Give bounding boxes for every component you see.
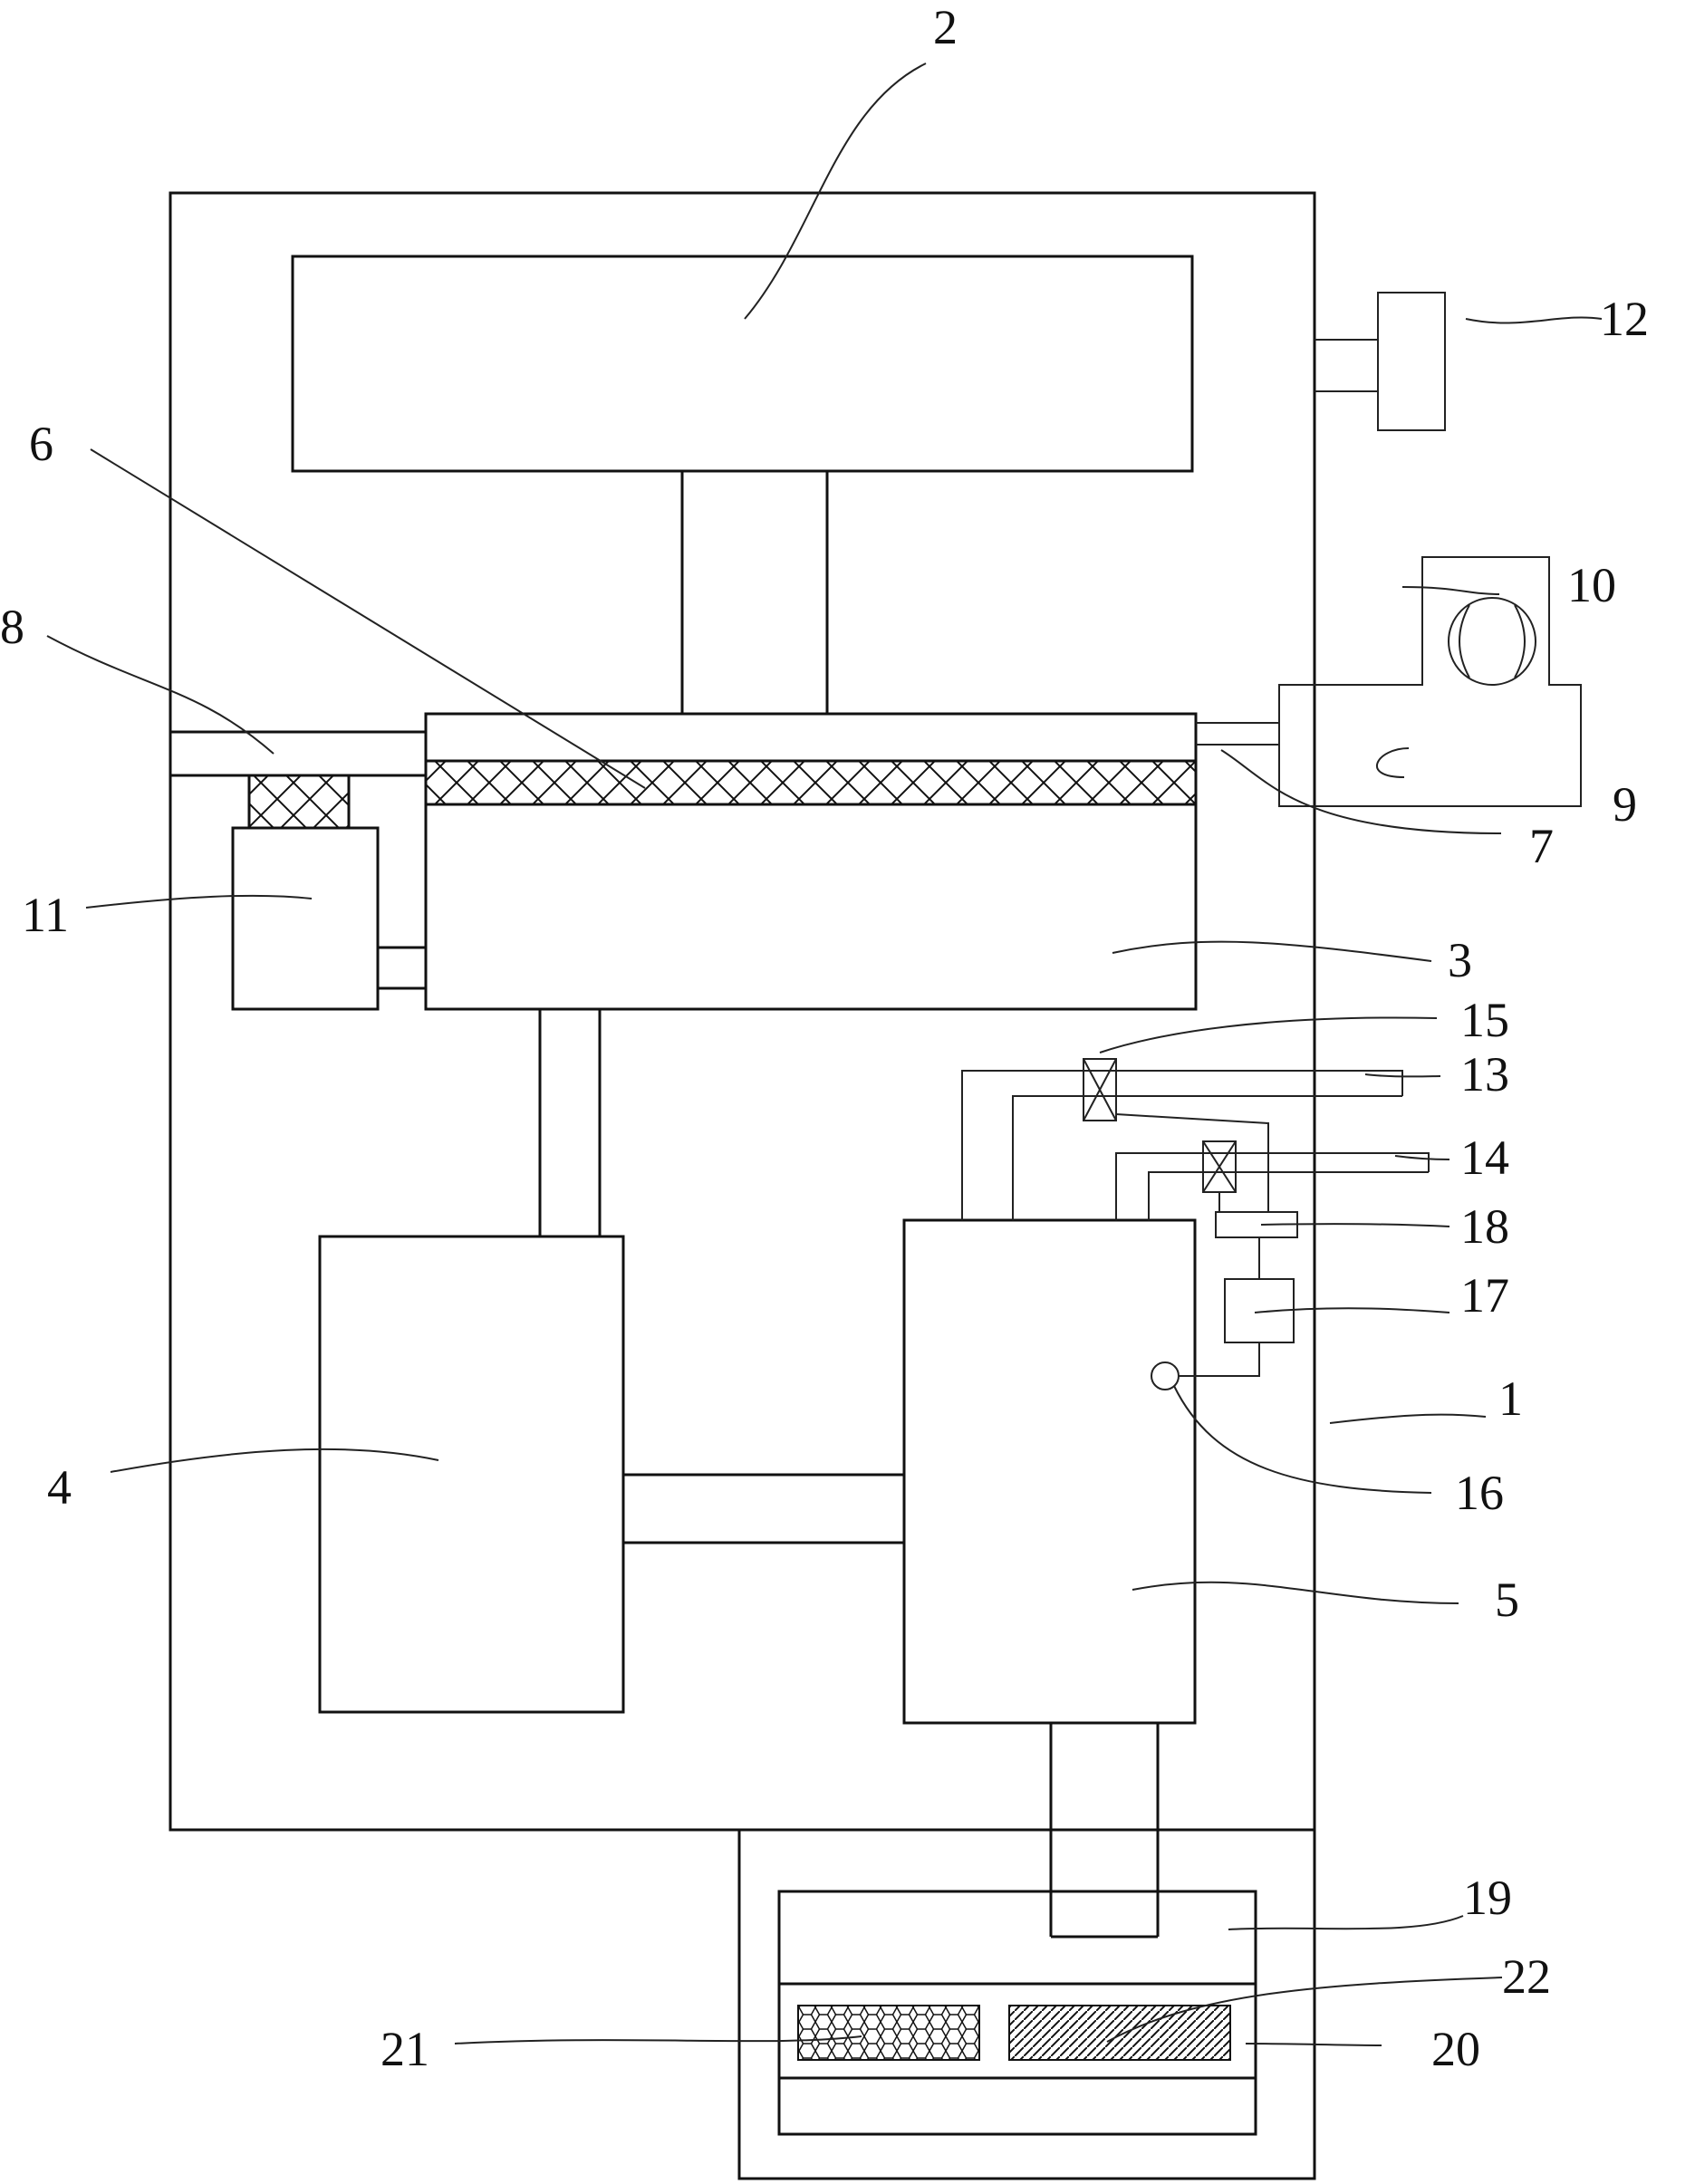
- leader-7: [1220, 749, 1502, 834]
- label-22: 22: [1502, 1949, 1551, 2004]
- pipe-13-outer: [961, 1070, 1403, 1220]
- component-11-box: [231, 826, 380, 1011]
- leader-5: [1132, 1581, 1459, 1604]
- label-5: 5: [1495, 1573, 1519, 1627]
- label-16: 16: [1455, 1466, 1504, 1520]
- label-21: 21: [380, 2022, 429, 2076]
- leader-19: [1228, 1915, 1464, 1930]
- bottom-housing: [737, 1830, 1316, 2180]
- label-15: 15: [1460, 993, 1509, 1047]
- label-18: 18: [1460, 1199, 1509, 1254]
- component-2-block: [291, 255, 1194, 473]
- leader-14: [1394, 1155, 1450, 1160]
- valve-15-lower-x: [1202, 1140, 1237, 1193]
- wire-16-17: [1179, 1342, 1260, 1377]
- pipe-13-inner: [1012, 1095, 1402, 1220]
- label-9: 9: [1613, 777, 1637, 832]
- label-17: 17: [1460, 1268, 1509, 1323]
- leader-16: [1173, 1385, 1432, 1494]
- leader-20: [1245, 2043, 1382, 2046]
- label-3: 3: [1448, 933, 1472, 987]
- branch-to-18: [1115, 1113, 1269, 1212]
- main-housing: [169, 191, 1316, 1832]
- valve-15-upper-x: [1083, 1058, 1117, 1121]
- leader-13: [1364, 1073, 1441, 1078]
- leader-18: [1260, 1223, 1450, 1227]
- leader-4: [110, 1448, 439, 1473]
- label-10: 10: [1567, 558, 1616, 612]
- label-11: 11: [22, 888, 69, 942]
- label-20: 20: [1431, 2022, 1480, 2076]
- component-9-box: [1278, 556, 1582, 807]
- label-13: 13: [1460, 1047, 1509, 1102]
- component-5-block: [902, 1218, 1197, 1725]
- label-14: 14: [1460, 1130, 1509, 1185]
- leader-9: [1375, 747, 1410, 778]
- valve-15-upper: [1083, 1058, 1117, 1121]
- component-12-box: [1377, 292, 1446, 431]
- filter-6: [424, 759, 1198, 806]
- component-17-box: [1224, 1278, 1295, 1343]
- leader-6: [90, 448, 646, 789]
- leader-2: [744, 63, 927, 320]
- sensor-16: [1151, 1361, 1180, 1390]
- label-12: 12: [1600, 292, 1649, 346]
- label-4: 4: [47, 1460, 72, 1515]
- leader-22: [1106, 1977, 1503, 2043]
- medium-21-hex: [797, 2005, 980, 2061]
- pipe-14-inner: [1148, 1171, 1429, 1220]
- fan-10-icon: [1448, 597, 1536, 686]
- leader-21: [454, 2035, 862, 2044]
- pipe-14-outer: [1115, 1152, 1430, 1220]
- leader-17: [1254, 1307, 1450, 1313]
- label-1: 1: [1498, 1371, 1523, 1426]
- component-3-block: [424, 712, 1198, 1011]
- component-19-box: [777, 1890, 1257, 2136]
- label-19: 19: [1463, 1871, 1512, 1925]
- label-2: 2: [933, 0, 958, 54]
- label-7: 7: [1529, 819, 1554, 873]
- leader-11: [85, 894, 313, 909]
- leader-3: [1112, 940, 1432, 962]
- leader-15: [1099, 1016, 1438, 1054]
- component-4-block: [318, 1235, 625, 1714]
- label-8: 8: [0, 600, 24, 654]
- leader-1: [1329, 1413, 1487, 1424]
- medium-22-hatched: [1008, 2005, 1231, 2061]
- leader-8: [46, 635, 274, 755]
- component-11-cap: [247, 774, 351, 830]
- leader-10: [1401, 586, 1500, 595]
- leader-12: [1465, 316, 1603, 324]
- label-6: 6: [29, 417, 53, 471]
